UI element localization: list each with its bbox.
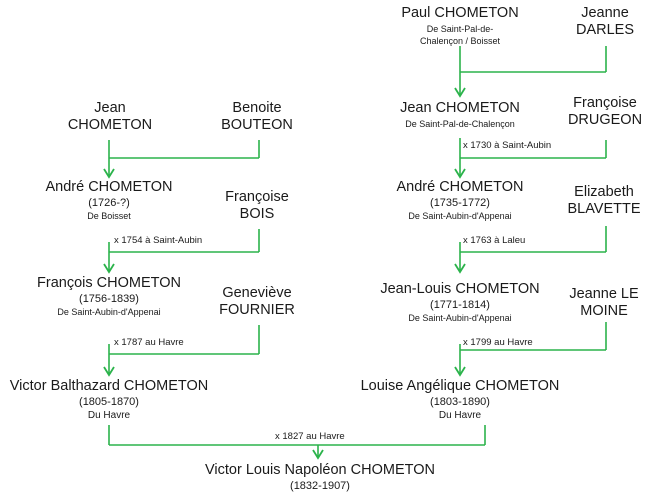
person-first-name: Françoise [225, 189, 289, 205]
person-name: André CHOMETON [45, 179, 173, 195]
person-louise-angelique-chometon: Louise Angélique CHOMETON (1803-1890) Du… [345, 378, 575, 423]
person-first-name: Jeanne [581, 5, 629, 21]
person-jean-louis-chometon: Jean-Louis CHOMETON (1771-1814) De Saint… [362, 281, 558, 324]
person-dates: (1756-1839) [79, 293, 139, 306]
person-last-name: CHOMETON [67, 117, 153, 134]
person-place: De Saint-Aubin-d'Appenai [408, 313, 512, 324]
person-first-name: Elizabeth [574, 184, 634, 200]
person-first-name: Geneviève [222, 285, 292, 301]
person-place: De Saint-Pal-de-Chalençon [405, 119, 515, 130]
arrow-head [454, 366, 466, 377]
marriage-label-1799: x 1799 au Havre [463, 337, 533, 348]
person-last-name: BOIS [239, 206, 275, 223]
person-jeanne-darles: Jeanne DARLES [560, 5, 645, 40]
marriage-label-1730: x 1730 à Saint-Aubin [463, 140, 552, 151]
person-first-name: Benoite [232, 100, 282, 116]
person-victor-balthazard-chometon: Victor Balthazard CHOMETON (1805-1870) D… [0, 378, 218, 423]
arrow-head [103, 366, 115, 377]
person-francoise-bois: Françoise BOIS [212, 189, 302, 224]
person-last-name: BLAVETTE [567, 201, 641, 218]
person-name: Victor Balthazard CHOMETON [9, 378, 209, 394]
marriage-label-1754: x 1754 à Saint-Aubin [114, 235, 203, 246]
person-place-line-2: Chalençon / Boisset [419, 35, 501, 46]
marriage-label-1827: x 1827 au Havre [275, 431, 345, 442]
arrow-head [454, 263, 466, 274]
person-last-name: FOURNIER [219, 302, 295, 319]
person-victor-louis-napoleon-chometon: Victor Louis Napoléon CHOMETON (1832-190… [180, 462, 460, 494]
person-last-name: MOINE [580, 303, 628, 320]
arrow-head [103, 168, 115, 179]
person-place: Du Havre [438, 410, 482, 422]
person-name: André CHOMETON [396, 179, 524, 195]
person-benoite-bouteon: Benoite BOUTEON [212, 100, 302, 135]
person-name: Victor Louis Napoléon CHOMETON [205, 462, 435, 478]
person-paul-chometon: Paul CHOMETON De Saint-Pal-de- Chalençon… [385, 5, 535, 47]
person-dates: (1735-1772) [430, 197, 490, 210]
person-dates: (1771-1814) [430, 299, 490, 312]
person-place-line-1: De Saint-Pal-de- [426, 24, 494, 35]
marriage-label-1787: x 1787 au Havre [114, 337, 184, 348]
person-last-name: DARLES [575, 22, 635, 39]
person-andre-chometon-right: André CHOMETON (1735-1772) De Saint-Aubi… [370, 179, 550, 222]
arrow-head [454, 168, 466, 179]
person-place: Du Havre [87, 410, 131, 422]
person-first-name: Jeanne LE [569, 286, 639, 302]
person-dates: (1803-1890) [430, 396, 490, 409]
person-name: François CHOMETON [37, 275, 181, 291]
person-francoise-drugeon: Françoise DRUGEON [556, 95, 645, 130]
person-place: De Boisset [87, 211, 131, 222]
person-place: De Saint-Aubin-d'Appenai [408, 211, 512, 222]
person-genevieve-fournier: Geneviève FOURNIER [212, 285, 302, 320]
person-jeanne-le-moine: Jeanne LE MOINE [556, 286, 645, 321]
arrow-head [454, 87, 466, 98]
arrow-head [312, 449, 324, 460]
person-name: Jean-Louis CHOMETON [380, 281, 540, 297]
person-dates: (1805-1870) [79, 396, 139, 409]
person-jean-chometon-left: Jean CHOMETON [60, 100, 160, 135]
person-first-name: Françoise [573, 95, 637, 111]
person-dates: (1726-?) [88, 197, 130, 210]
marriage-label-1763: x 1763 à Laleu [463, 235, 526, 246]
person-name: Jean CHOMETON [400, 100, 520, 116]
person-elizabeth-blavette: Elizabeth BLAVETTE [556, 184, 645, 219]
arrow-head [103, 263, 115, 274]
person-francois-chometon: François CHOMETON (1756-1839) De Saint-A… [10, 275, 208, 318]
person-name: Louise Angélique CHOMETON [360, 378, 560, 394]
person-place: De Saint-Aubin-d'Appenai [57, 307, 161, 318]
person-first-name: Jean [94, 100, 126, 116]
person-dates: (1832-1907) [290, 480, 350, 493]
person-jean-chometon-right: Jean CHOMETON De Saint-Pal-de-Chalençon [370, 100, 550, 131]
person-andre-chometon-left: André CHOMETON (1726-?) De Boisset [20, 179, 198, 222]
person-last-name: DRUGEON [567, 112, 643, 129]
person-last-name: BOUTEON [221, 117, 293, 134]
person-name: Paul CHOMETON [401, 5, 519, 21]
